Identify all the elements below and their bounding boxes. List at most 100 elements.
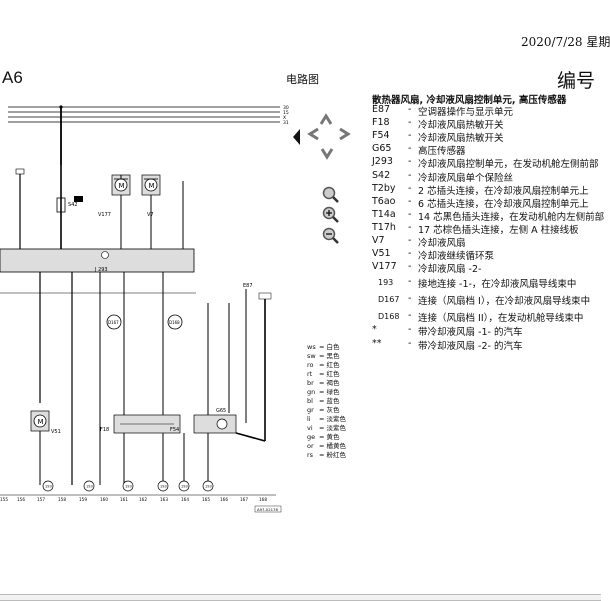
svg-text:193: 193 bbox=[205, 485, 212, 489]
ground-point bbox=[157, 480, 169, 492]
legend-item: ** -带冷却液风扇 -2- 的汽车 bbox=[372, 338, 601, 352]
legend-item: D168-连接（风扇档 II），在发动机舱导线束中 bbox=[372, 310, 601, 324]
wire-color-abbr: rt bbox=[307, 370, 313, 378]
ground-point bbox=[202, 480, 214, 492]
column-number: 167 bbox=[240, 497, 248, 502]
wire-color-abbr: or bbox=[307, 442, 314, 450]
wire-color-row: li= 淡紫色 bbox=[307, 415, 346, 424]
pan-left-arrow-icon[interactable] bbox=[293, 129, 300, 145]
wiring-schematic: 30 15 X 31 S42 M V177 bbox=[0, 103, 292, 523]
figure-id: A97-02176 bbox=[257, 507, 278, 512]
junction-d167: D167 bbox=[106, 314, 122, 330]
legend-item: T2by-2 芯插头连接，在冷却液风扇控制单元上 bbox=[372, 183, 601, 197]
legend-code: V7 bbox=[372, 235, 385, 246]
legend-text: 冷却液风扇热敏开关 bbox=[418, 133, 504, 144]
zoom-fit-icon[interactable] bbox=[322, 186, 339, 203]
legend-item: T14a-14 芯黑色插头连接，在发动机舱内左侧前部 bbox=[372, 209, 605, 223]
wire-color-abbr: bl bbox=[307, 397, 313, 405]
legend-text: 14 芯黑色插头连接，在发动机舱内左侧前部 bbox=[418, 212, 605, 223]
pan-right-icon[interactable] bbox=[339, 127, 351, 141]
legend-item: 193-接地连接 -1-，在冷却液风扇导线束中 bbox=[372, 276, 601, 290]
legend-code: V51 bbox=[372, 248, 391, 259]
legend-dash: - bbox=[408, 324, 412, 335]
wire-color-name: = 粉红色 bbox=[319, 451, 347, 459]
legend-text: 冷却液风扇热敏开关 bbox=[418, 120, 504, 131]
wire-color-name: = 红色 bbox=[319, 370, 340, 378]
wire-color-abbr: gr bbox=[307, 406, 314, 414]
wire-color-row: bl = 蓝色 bbox=[307, 397, 346, 406]
wire-color-row: gn= 绿色 bbox=[307, 388, 346, 397]
legend-code: E87 bbox=[372, 104, 391, 115]
legend-item: T17h-17 芯棕色插头连接，左侧 A 柱接线板 bbox=[372, 222, 601, 236]
column-number: 161 bbox=[120, 497, 128, 502]
wire-color-abbr: ge bbox=[307, 433, 316, 441]
d167-label: D167 bbox=[108, 320, 119, 325]
svg-text:193: 193 bbox=[160, 485, 167, 489]
ground-point bbox=[83, 480, 95, 492]
legend-dash: - bbox=[408, 104, 412, 115]
legend-item: D167-连接（风扇档 I），在冷却液风扇导线束中 bbox=[372, 293, 601, 307]
fan-v177: M V177 bbox=[98, 174, 131, 249]
wire-color-row: or= 橘黄色 bbox=[307, 442, 346, 451]
legend-code: G65 bbox=[372, 143, 392, 154]
wire-color-abbr: gn bbox=[307, 388, 316, 396]
fuse-s42: S42 bbox=[15, 165, 83, 249]
legend-code: * bbox=[372, 324, 377, 335]
d168-label: D168 bbox=[169, 320, 180, 325]
legend-text: 冷却液继续循环泵 bbox=[418, 251, 495, 262]
legend-text: 6 芯插头连接，在冷却液风扇控制单元上 bbox=[418, 199, 589, 210]
legend-dash: - bbox=[408, 196, 412, 207]
wire-color-row: rt = 红色 bbox=[307, 370, 346, 379]
wire-color-row: ro= 红色 bbox=[307, 361, 346, 370]
legend-dash: - bbox=[408, 293, 412, 304]
junction-d168: D168 bbox=[167, 314, 183, 330]
legend-item: V177-冷却液风扇 -2- bbox=[372, 261, 601, 275]
pan-down-icon[interactable] bbox=[320, 148, 334, 160]
svg-text:193: 193 bbox=[45, 485, 52, 489]
legend-dash: - bbox=[408, 248, 412, 259]
legend-dash: - bbox=[408, 235, 412, 246]
fan-v7: M V7 bbox=[141, 174, 161, 249]
zoom-out-icon[interactable] bbox=[322, 227, 339, 244]
legend-dash: - bbox=[408, 130, 412, 141]
legend-text: 连接（风扇档 II），在发动机舱导线束中 bbox=[418, 313, 584, 324]
svg-text:193: 193 bbox=[181, 485, 188, 489]
legend-text: 冷却液风扇单个保险丝 bbox=[418, 173, 514, 184]
legend-item: G65-高压传感器 bbox=[372, 143, 601, 157]
zoom-in-icon[interactable] bbox=[322, 206, 339, 223]
wire-color-name: = 蓝色 bbox=[319, 397, 340, 405]
wire-color-row: ge= 黄色 bbox=[307, 433, 346, 442]
column-number: 168 bbox=[259, 497, 267, 502]
legend-item: J293-冷却液风扇控制单元，在发动机舱左侧前部 bbox=[372, 156, 601, 170]
legend-text: 17 芯棕色插头连接，左侧 A 柱接线板 bbox=[418, 225, 579, 236]
pan-up-icon[interactable] bbox=[319, 113, 333, 125]
bus-label-x: X bbox=[283, 115, 286, 121]
legend-code: ** bbox=[372, 338, 382, 349]
bus-label-30: 30 bbox=[283, 105, 289, 111]
legend-text: 接地连接 -1-，在冷却液风扇导线束中 bbox=[418, 279, 577, 290]
legend-code: S42 bbox=[372, 170, 391, 181]
bus-label-15: 15 bbox=[283, 110, 289, 116]
fan-v7-label: V7 bbox=[147, 212, 154, 218]
svg-text:M: M bbox=[149, 182, 155, 190]
legend-text: 带冷却液风扇 -1- 的汽车 bbox=[418, 327, 523, 338]
legend-code: 193 bbox=[378, 278, 394, 287]
wire-color-row: gr= 灰色 bbox=[307, 406, 346, 415]
column-number: 157 bbox=[37, 497, 45, 502]
column-number: 155 bbox=[0, 497, 8, 502]
legend-heading: 散热器风扇, 冷却液风扇控制单元, 高压传感器 bbox=[372, 95, 567, 106]
legend-dash: - bbox=[408, 338, 412, 349]
code-label: 编号 bbox=[557, 70, 596, 92]
column-number: 166 bbox=[220, 497, 228, 502]
legend-text: 高压传感器 bbox=[418, 146, 466, 157]
legend-text: 带冷却液风扇 -2- 的汽车 bbox=[418, 341, 523, 352]
column-number: 163 bbox=[160, 497, 168, 502]
pan-left-icon[interactable] bbox=[307, 127, 319, 141]
e87-label: E87 bbox=[243, 283, 253, 289]
thermo-switch-f18-f54: F18 F54 bbox=[100, 414, 181, 434]
pump-v51-label: V51 bbox=[51, 429, 61, 435]
legend-code: F54 bbox=[372, 130, 390, 141]
control-unit-label: J 293 bbox=[94, 267, 108, 273]
legend-text: 连接（风扇档 I），在冷却液风扇导线束中 bbox=[418, 296, 591, 307]
